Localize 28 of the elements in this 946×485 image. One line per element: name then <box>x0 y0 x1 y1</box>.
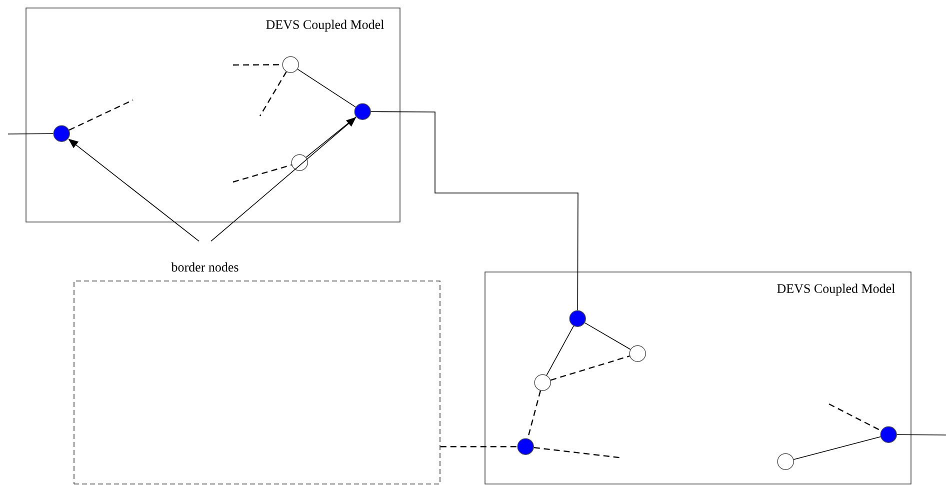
border-node <box>354 103 371 120</box>
box-title: DEVS Coupled Model <box>266 20 384 32</box>
connector-line <box>546 326 574 376</box>
connector-line <box>793 436 881 460</box>
border-node <box>880 426 897 443</box>
connector-line <box>370 111 578 311</box>
connector-line <box>550 355 630 381</box>
connector-line <box>8 133 54 134</box>
connector-line <box>297 68 356 108</box>
connector-line <box>232 164 292 183</box>
model-node <box>777 453 794 470</box>
border-node <box>569 310 586 327</box>
connector-line <box>68 99 134 131</box>
connector-line <box>584 322 631 350</box>
connector-line <box>306 116 357 158</box>
model-node <box>282 56 299 73</box>
box-title: DEVS Coupled Model <box>777 284 895 296</box>
callout-text: border nodes <box>171 262 238 272</box>
connector-line <box>828 403 882 432</box>
model-node <box>534 374 551 391</box>
connector-line <box>260 71 287 116</box>
connector-line <box>896 434 946 436</box>
border-node <box>53 125 70 142</box>
connector-line <box>440 446 518 448</box>
model-node <box>629 345 646 362</box>
border-node <box>517 438 534 455</box>
model-node <box>291 154 308 171</box>
dashed-box <box>74 280 440 484</box>
